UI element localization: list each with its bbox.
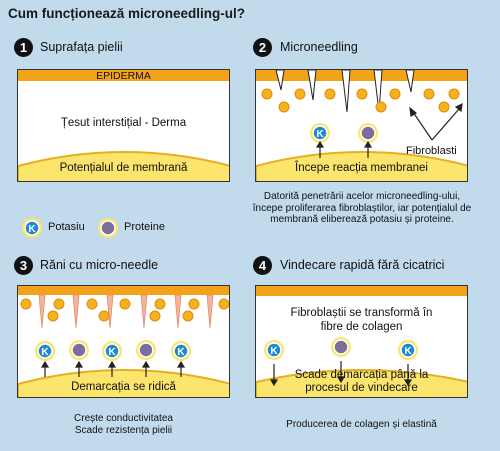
- fibroblast-dots: [261, 88, 460, 113]
- micro-wounds: [38, 294, 214, 329]
- membrane-reaction-label: Începe reacția membranei: [295, 162, 428, 174]
- step-3-badge: 3: [14, 256, 33, 275]
- step-3-illustration: K K K: [18, 286, 229, 397]
- step-3-panel: K K K Demarcația se ridică: [17, 285, 230, 398]
- step-1-badge: 1: [14, 38, 33, 57]
- step-1-title: Suprafața pielii: [40, 40, 123, 54]
- fibroblasts-label: Fibroblasti: [406, 145, 457, 157]
- potassium-legend-label: Potasiu: [48, 221, 85, 233]
- epidermis-band: [18, 70, 229, 81]
- svg-text:K: K: [316, 129, 324, 140]
- page-title: Cum funcționează microneedling-ul?: [8, 6, 246, 21]
- protein-legend-icon: [98, 218, 118, 238]
- step-1-panel: EPIDERMA Țesut interstițial - Derma Pote…: [17, 69, 230, 182]
- step-1-illustration: [18, 70, 229, 181]
- demarcation-rises-label: Demarcația se ridică: [71, 381, 176, 393]
- step-2-title: Microneedling: [280, 40, 358, 54]
- step-2-panel: K Fibroblasti Începe reacția membranei: [255, 69, 468, 182]
- svg-text:K: K: [270, 346, 278, 357]
- step-3-title: Răni cu micro-needle: [40, 258, 159, 272]
- svg-text:K: K: [108, 347, 116, 358]
- potassium-legend-icon: K: [22, 218, 42, 238]
- step-2-caption: Datorită penetrării acelor microneedling…: [252, 191, 472, 225]
- step-2-illustration: K: [256, 70, 467, 181]
- membrane-potential-label: Potențialul de membrană: [59, 162, 188, 174]
- svg-text:K: K: [28, 224, 36, 235]
- svg-text:K: K: [41, 347, 49, 358]
- dermis-label: Țesut interstițial - Derma: [60, 117, 187, 129]
- step-4-title: Vindecare rapidă fără cicatrici: [280, 258, 445, 272]
- protein-legend-label: Proteine: [124, 221, 165, 233]
- step-4-illustration: K K: [256, 286, 467, 397]
- released-particles: K K K: [35, 340, 191, 361]
- potassium-ion: K: [310, 123, 330, 143]
- step-4-badge: 4: [253, 256, 272, 275]
- step-2-badge: 2: [253, 38, 272, 57]
- step-3-caption: Crește conductivitatea Scade rezistența …: [74, 413, 173, 436]
- protein: [358, 123, 378, 143]
- membrane-dome: [18, 151, 229, 181]
- epidermis-label: EPIDERMA: [96, 70, 151, 82]
- step-4-caption: Producerea de colagen și elastină: [286, 419, 437, 430]
- collagen-label: Fibroblaștii se transformă în fibre de c…: [290, 307, 433, 333]
- svg-text:K: K: [177, 347, 185, 358]
- svg-text:K: K: [404, 346, 412, 357]
- healing-label: Scade demarcația până la procesul de vin…: [294, 369, 429, 394]
- step-4-panel: K K Fibroblaștii se transformă în fibre …: [255, 285, 468, 398]
- microneedles: [275, 70, 415, 113]
